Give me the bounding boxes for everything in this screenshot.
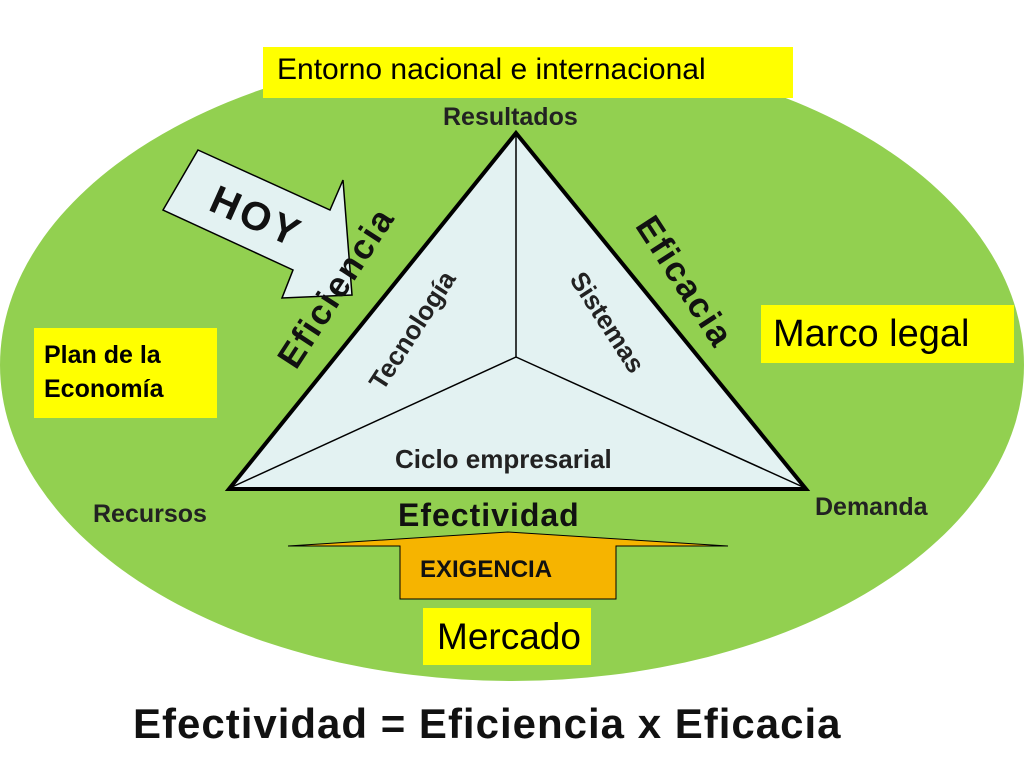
marco-legal-label: Marco legal xyxy=(761,305,1014,363)
plan-line-2: Economía xyxy=(44,375,164,403)
entorno-label: Entorno nacional e internacional xyxy=(263,47,793,98)
efectividad-label: Efectividad xyxy=(398,497,580,533)
demanda-label: Demanda xyxy=(815,493,928,521)
exigencia-arrow xyxy=(287,531,729,600)
plan-line-1: Plan de la xyxy=(44,341,161,369)
ciclo-empresarial-label: Ciclo empresarial xyxy=(395,444,612,474)
formula-text: Efectividad = Eficiencia x Eficacia xyxy=(133,700,842,747)
triangle xyxy=(224,129,811,491)
plan-economia-label: Plan de la Economía xyxy=(34,328,217,418)
inner-line-left xyxy=(231,356,517,488)
inner-line-right xyxy=(515,356,804,488)
hoy-arrow xyxy=(161,149,353,299)
exigencia-label: EXIGENCIA xyxy=(420,556,553,583)
resultados-label: Resultados xyxy=(443,103,578,131)
recursos-label: Recursos xyxy=(93,500,207,528)
mercado-label: Mercado xyxy=(423,608,591,665)
